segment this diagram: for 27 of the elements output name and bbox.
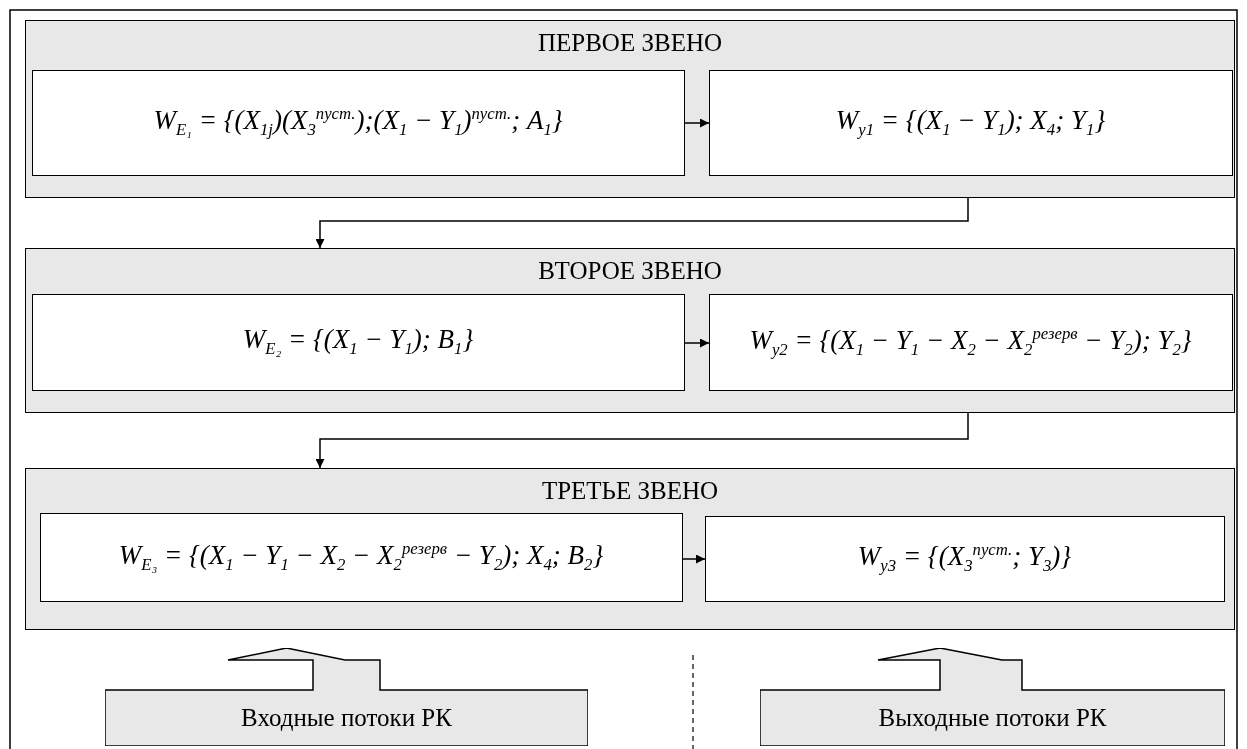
- stage-panel: [25, 468, 1235, 630]
- arrow: [684, 338, 710, 348]
- arrow: [682, 554, 706, 564]
- formula: W$_{E₃}$ = {(X$_{1}$ − Y$_{1}$ − X$_{2}$ − X$_{2}$$^{резерв}$ − Y$_{2}$); X$_{4}$; B$_{2}$}: [118, 538, 604, 576]
- formula-box: [704, 515, 1225, 602]
- formula: W$_{E₂}$ = {(X$_{1}$ − Y$_{1}$); B$_{1}$}: [242, 324, 474, 360]
- arrow: [315, 197, 969, 249]
- arrow: [684, 118, 710, 128]
- formula: W$_{y2}$ = {(X$_{1}$ − Y$_{1}$ − X$_{2}$ − X$_{2}$$^{резерв}$ − Y$_{2}$); Y$_{2}$}: [749, 323, 1192, 361]
- stage-panel: [25, 20, 1235, 198]
- stage-heading: ТРЕТЬЕ ЗВЕНО: [540, 477, 720, 505]
- formula: W$_{y3}$ = {(X$_{3}$$^{пуст.}$; Y$_{3}$)}: [857, 540, 1072, 577]
- arrow: [315, 412, 969, 469]
- callout-arrow-box: [105, 648, 588, 746]
- formula-box: [708, 69, 1233, 176]
- formula-box: [31, 69, 685, 176]
- formula-box: [31, 293, 685, 391]
- callout-arrow-box: [760, 648, 1225, 746]
- formula-box: [708, 293, 1233, 391]
- stage-panel: [25, 248, 1235, 413]
- formula-box: [39, 512, 683, 602]
- formula: W$_{y1}$ = {(X$_{1}$ − Y$_{1}$); X$_{4}$; Y$_{1}$}: [835, 104, 1106, 141]
- flow-label: Входные потоки РК: [241, 704, 452, 732]
- flow-label: Выходные потоки РК: [878, 704, 1107, 732]
- stage-heading: ВТОРОЕ ЗВЕНО: [537, 257, 723, 285]
- stage-heading: ПЕРВОЕ ЗВЕНО: [536, 29, 724, 57]
- formula: W$_{E₁}$ = {(X$_{1j}$)(X$_{3}$$^{пуст.}$);(X$_{1}$ − Y$_{1}$)$^{пуст.}$; A$_{1}$}: [153, 104, 563, 141]
